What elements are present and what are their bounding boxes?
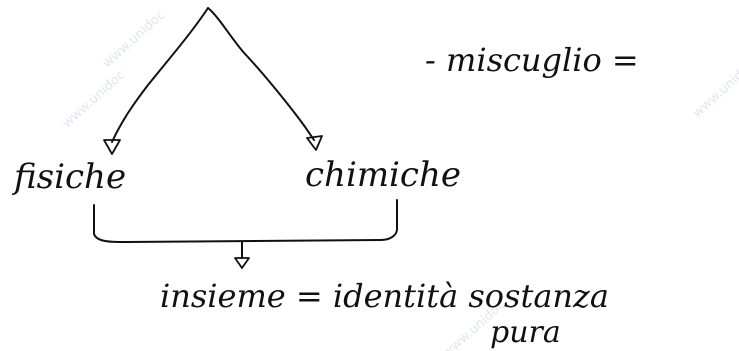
label-insieme-identita: insieme = identità sostanza <box>160 277 609 315</box>
right-branch-line <box>207 7 315 141</box>
label-fisiche: fisiche <box>14 157 127 197</box>
grouping-bracket <box>93 199 398 243</box>
label-miscuglio: - miscuglio = <box>425 41 639 79</box>
right-arrow-head <box>306 135 323 151</box>
down-arrow-head <box>234 257 250 269</box>
label-pura: pura <box>490 315 561 350</box>
left-branch-line <box>111 7 209 143</box>
left-arrow-head <box>103 139 121 155</box>
label-chimiche: chimiche <box>305 155 461 195</box>
